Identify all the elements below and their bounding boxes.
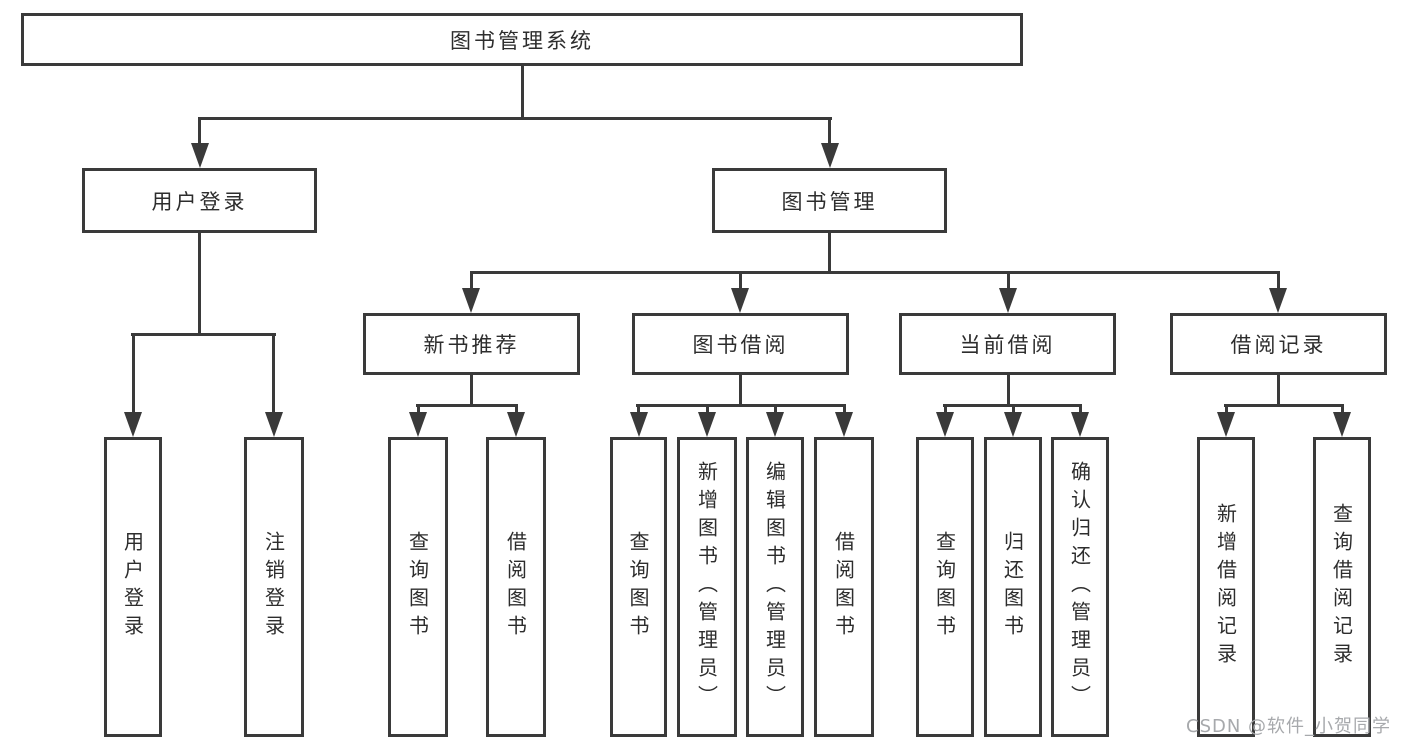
node-new-book-recommendation: 新书推荐 — [363, 313, 580, 375]
leaf-label: 用户登录 — [120, 531, 145, 643]
connector-line — [706, 404, 709, 414]
leaf-label: 新增借阅记录 — [1213, 503, 1238, 671]
leaf-return-books: 归还图书 — [984, 437, 1042, 737]
arrow-down-icon — [1269, 288, 1287, 313]
connector-line — [416, 404, 518, 407]
connector-line — [1012, 404, 1015, 414]
connector-line — [739, 374, 742, 405]
connector-line — [1224, 404, 1344, 407]
leaf-label: 查询借阅记录 — [1329, 503, 1354, 671]
leaf-logout: 注销登录 — [244, 437, 304, 737]
connector-line — [1277, 271, 1280, 290]
arrow-down-icon — [731, 288, 749, 313]
leaf-label: 归还图书 — [1000, 531, 1025, 643]
leaf-query-books-current: 查询图书 — [916, 437, 974, 737]
leaf-label: 确认归还（管理员） — [1067, 461, 1092, 713]
leaf-borrow-books-borrowing: 借阅图书 — [814, 437, 874, 737]
leaf-label: 查询图书 — [626, 531, 650, 643]
arrow-down-icon — [936, 412, 954, 437]
arrow-down-icon — [766, 412, 784, 437]
arrow-down-icon — [462, 288, 480, 313]
connector-line — [1079, 404, 1082, 414]
arrow-down-icon — [265, 412, 283, 437]
connector-line — [131, 333, 276, 336]
node-label: 图书管理系统 — [450, 28, 594, 53]
connector-line — [1225, 404, 1228, 414]
arrow-down-icon — [409, 412, 427, 437]
arrow-down-icon — [821, 143, 839, 168]
leaf-query-books-recommend: 查询图书 — [388, 437, 448, 737]
leaf-borrow-books-recommend: 借阅图书 — [486, 437, 546, 737]
connector-line — [636, 404, 846, 407]
connector-line — [1341, 404, 1344, 414]
arrow-down-icon — [1004, 412, 1022, 437]
arrow-down-icon — [124, 412, 142, 437]
connector-line — [843, 404, 846, 414]
connector-line — [198, 117, 832, 120]
arrow-down-icon — [630, 412, 648, 437]
arrow-down-icon — [507, 412, 525, 437]
arrow-down-icon — [835, 412, 853, 437]
leaf-confirm-return-admin: 确认归还（管理员） — [1051, 437, 1109, 737]
node-book-management: 图书管理 — [712, 168, 947, 233]
node-current-borrowing: 当前借阅 — [899, 313, 1116, 375]
leaf-user-login: 用户登录 — [104, 437, 162, 737]
leaf-add-book-admin: 新增图书（管理员） — [677, 437, 737, 737]
leaf-edit-book-admin: 编辑图书（管理员） — [746, 437, 804, 737]
connector-line — [828, 117, 831, 146]
connector-line — [1007, 271, 1010, 290]
connector-line — [1007, 374, 1010, 405]
leaf-query-borrow-record: 查询借阅记录 — [1313, 437, 1371, 737]
arrow-down-icon — [191, 143, 209, 168]
csdn-watermark: CSDN @软件_小贺同学 — [1186, 716, 1392, 737]
leaf-label: 查询图书 — [932, 531, 957, 643]
connector-line — [417, 404, 420, 414]
node-library-system: 图书管理系统 — [21, 13, 1023, 66]
connector-line — [198, 233, 201, 336]
node-user-login: 用户登录 — [82, 168, 317, 233]
leaf-label: 借阅图书 — [831, 531, 856, 643]
node-label: 新书推荐 — [423, 333, 520, 357]
leaf-label: 新增图书（管理员） — [694, 461, 719, 713]
arrow-down-icon — [999, 288, 1017, 313]
arrow-down-icon — [698, 412, 716, 437]
arrow-down-icon — [1217, 412, 1235, 437]
leaf-label: 借阅图书 — [503, 531, 528, 643]
connector-line — [521, 66, 524, 118]
connector-line — [828, 233, 831, 274]
connector-line — [272, 333, 275, 413]
leaf-label: 注销登录 — [261, 531, 286, 643]
connector-line — [637, 404, 640, 414]
node-book-borrowing: 图书借阅 — [632, 313, 849, 375]
node-label: 当前借阅 — [959, 333, 1056, 357]
node-label: 借阅记录 — [1230, 333, 1327, 357]
connector-line — [515, 404, 518, 414]
arrow-down-icon — [1071, 412, 1089, 437]
connector-line — [739, 271, 742, 290]
node-label: 用户登录 — [151, 189, 248, 214]
connector-line — [944, 404, 947, 414]
leaf-add-borrow-record: 新增借阅记录 — [1197, 437, 1255, 737]
connector-line — [470, 271, 473, 290]
leaf-query-books-borrowing: 查询图书 — [610, 437, 667, 737]
node-label: 图书借阅 — [692, 333, 789, 357]
connector-line — [470, 374, 473, 405]
connector-line — [132, 333, 135, 413]
node-borrowing-records: 借阅记录 — [1170, 313, 1387, 375]
leaf-label: 编辑图书（管理员） — [762, 461, 787, 713]
connector-line — [198, 117, 201, 146]
connector-line — [774, 404, 777, 414]
connector-line — [1277, 374, 1280, 405]
arrow-down-icon — [1333, 412, 1351, 437]
leaf-label: 查询图书 — [405, 531, 430, 643]
connector-line — [470, 271, 1280, 274]
node-label: 图书管理 — [781, 189, 878, 214]
